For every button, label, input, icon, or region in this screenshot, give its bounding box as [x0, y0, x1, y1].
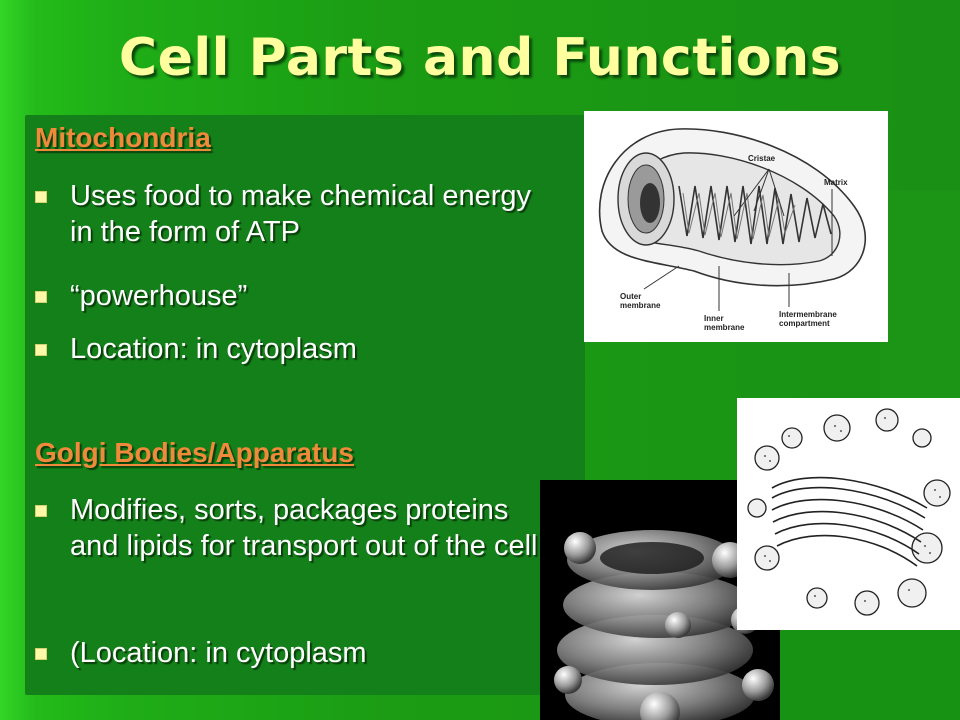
bullet-square-icon: [35, 648, 47, 660]
background-block-bottom: [780, 630, 960, 720]
mitochondrion-diagram: Cristae Matrix Outer membrane Inner memb…: [584, 111, 888, 342]
bullet-square-icon: [35, 344, 47, 356]
bullet-text: “powerhouse”: [70, 280, 248, 312]
label-cristae: Cristae: [748, 154, 776, 163]
golgi-drawing-image: [737, 398, 960, 630]
bullet-text: Location: in cytoplasm: [70, 333, 357, 365]
bullet-text: Modifies, sorts, packages proteins and l…: [70, 494, 538, 562]
label-inner-membrane-2: membrane: [704, 323, 745, 332]
label-outer-membrane-2: membrane: [620, 301, 661, 310]
label-inner-membrane-1: Inner: [704, 314, 724, 323]
label-intermembrane-1: Intermembrane: [779, 310, 837, 319]
label-intermembrane-2: compartment: [779, 319, 830, 328]
bullet-text: (Location: in cytoplasm: [70, 637, 367, 669]
bullet-text: Uses food to make chemical energy in the…: [70, 180, 531, 248]
slide-title: Cell Parts and Functions: [118, 28, 842, 88]
bullet-square-icon: [35, 291, 47, 303]
content-panel: [25, 115, 585, 695]
heading-mitochondria: Mitochondria: [35, 122, 211, 153]
heading-golgi: Golgi Bodies/Apparatus: [35, 437, 354, 468]
bullet-square-icon: [35, 191, 47, 203]
label-matrix: Matrix: [824, 178, 848, 187]
label-outer-membrane-1: Outer: [620, 292, 641, 301]
bullet-square-icon: [35, 505, 47, 517]
